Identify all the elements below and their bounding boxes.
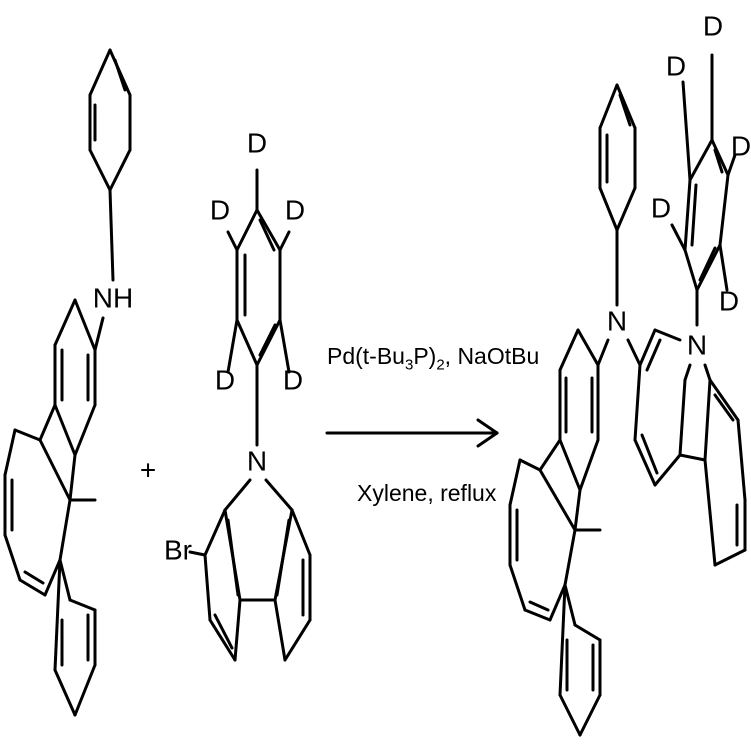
reactant-2-d-label-lower-right: D (283, 364, 303, 395)
reactant-1-nh-label: NH (93, 282, 133, 313)
product-carbazole-n-label: N (687, 329, 707, 360)
plus-sign: + (140, 454, 156, 485)
product-amine-n-label: N (607, 305, 627, 336)
solvent-conditions: Xylene, reflux (357, 480, 496, 507)
reactant-2-br-label: Br (164, 534, 192, 565)
product-d-label-top-right: D (703, 10, 723, 41)
reactant-2-d-label-lower-left: D (215, 364, 235, 395)
reaction-arrow (327, 420, 497, 446)
catalyst-conditions: Pd(t-Bu3P)2, NaOtBu (327, 343, 539, 374)
product-d-label-top-left: D (666, 50, 686, 81)
reactant-2-structure (190, 170, 310, 660)
reactant-2-d-label-upper-right: D (285, 194, 305, 225)
reactant-1-structure (5, 50, 130, 715)
reactant-2-d-label-upper-left: D (210, 194, 230, 225)
reactant-2-d-label-top: D (247, 127, 267, 158)
product-d-label-right: D (731, 130, 751, 161)
catalyst-text: Pd(t-Bu3P)2, NaOtBu (327, 343, 539, 369)
product-structure (510, 55, 745, 735)
solvent-text: Xylene, reflux (357, 480, 496, 506)
product-d-label-left: D (651, 192, 671, 223)
reactant-2-n-label: N (247, 445, 267, 476)
product-d-label-bottom: D (719, 285, 739, 316)
